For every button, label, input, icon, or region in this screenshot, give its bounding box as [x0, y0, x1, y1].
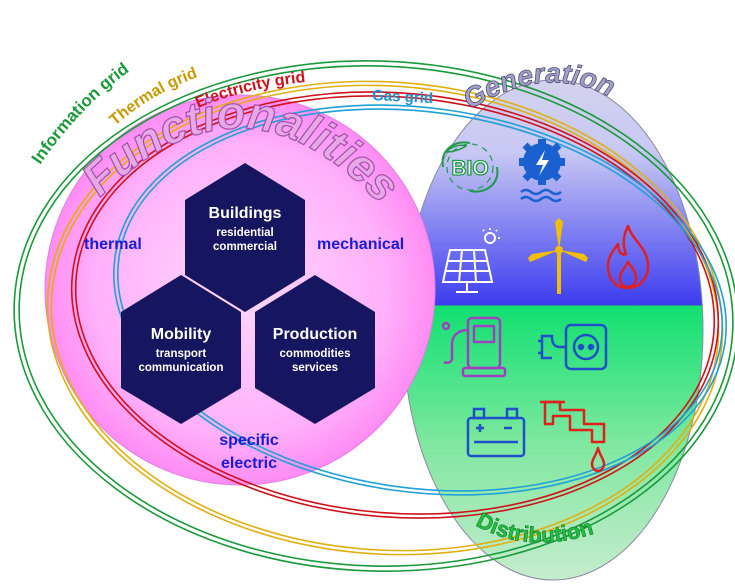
- electric-label: electric: [221, 455, 277, 472]
- gas-grid-ring: [113, 104, 727, 496]
- battery-icon: [466, 407, 526, 458]
- buildings-hexagon: Buildings residential commercial: [185, 163, 305, 312]
- mobility-title: Mobility: [151, 326, 212, 343]
- production-hexagon: Production commodities services: [255, 275, 375, 424]
- power-socket-icon: [538, 323, 608, 371]
- thermal-label: thermal: [84, 236, 142, 253]
- grid-rings: [13, 60, 735, 572]
- bio-icon: BIO: [441, 141, 499, 193]
- water-tap-icon: [540, 400, 606, 473]
- mobility-line2: communication: [139, 362, 224, 374]
- buildings-title: Buildings: [209, 205, 282, 222]
- mobility-hexagon: Mobility transport communication: [121, 275, 241, 424]
- gas-grid-ring-inner: [117, 108, 723, 492]
- fuel-pump-icon: [441, 316, 507, 378]
- mobility-line1: transport: [156, 348, 207, 360]
- production-title: Production: [273, 326, 357, 343]
- buildings-line2: commercial: [213, 241, 277, 253]
- information-grid-ring: [13, 60, 735, 572]
- bio-text: BIO: [451, 157, 488, 180]
- specific-label: specific: [219, 432, 279, 449]
- electricity-grid-ring: [70, 91, 720, 519]
- information-grid-ring-inner: [18, 65, 734, 567]
- mechanical-label: mechanical: [317, 236, 404, 253]
- thermal-grid-ring-inner: [50, 84, 720, 552]
- solar-panel-icon: [441, 228, 500, 293]
- electricity-grid-ring-inner: [74, 95, 716, 515]
- production-line1: commodities: [280, 348, 351, 360]
- wind-turbine-icon: [528, 218, 588, 294]
- thermal-grid-ring: [46, 80, 724, 556]
- buildings-line1: residential: [216, 227, 274, 239]
- flame-icon: [606, 224, 650, 290]
- hydro-turbine-icon: [519, 139, 565, 203]
- production-line2: services: [292, 362, 338, 374]
- gas-grid-label: Gas grid: [372, 87, 434, 107]
